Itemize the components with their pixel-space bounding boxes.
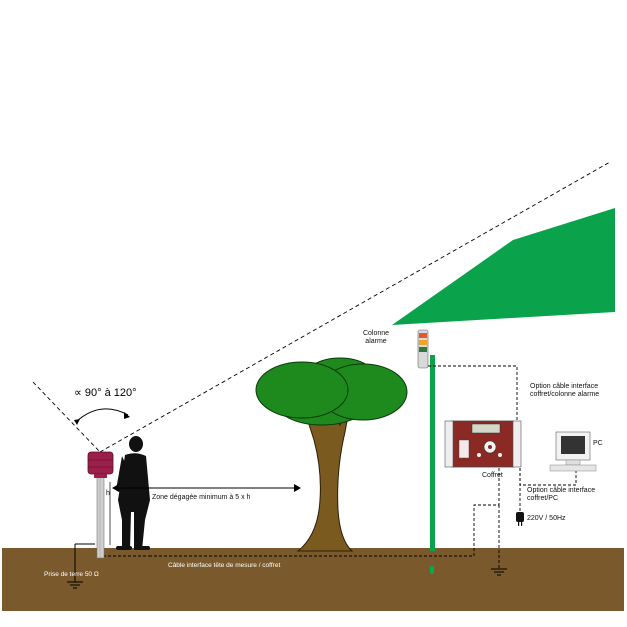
ground	[2, 548, 624, 611]
option-alarme-line2: coffret/colonne alarme	[530, 391, 600, 398]
cable-alarm	[428, 365, 518, 420]
colonne-label-line1: Colonne	[362, 330, 390, 337]
cable-interface-label: Câble interface tête de mesure / coffret	[168, 562, 281, 569]
option-alarme-line1: Option câble interface	[530, 383, 599, 390]
green-wall-base	[430, 566, 434, 574]
h-label: h	[106, 490, 110, 497]
prise-de-terre-label: Prise de terre 50 Ω	[44, 571, 99, 578]
option-pc-line1: Option câble interface	[527, 487, 596, 494]
power-label: 220V / 50Hz	[527, 515, 566, 522]
angle-arc	[75, 408, 129, 423]
cable-pc	[519, 468, 577, 486]
tree	[255, 357, 408, 552]
zone-arrow	[112, 484, 301, 492]
earth-symbol-left	[67, 543, 95, 589]
option-pc-line2: coffret/PC	[527, 495, 558, 502]
sensor-mast	[96, 475, 105, 559]
power-plug-icon	[516, 512, 524, 526]
coffret-label: Coffret	[482, 472, 503, 479]
green-roof	[392, 208, 615, 325]
coffret-box	[444, 420, 522, 468]
sensor-head	[87, 451, 114, 478]
angle-arc-arrow-right	[124, 412, 130, 419]
option-alarme-label: Option câble interface coffret/colonne a…	[530, 383, 599, 399]
person-silhouette	[116, 436, 150, 550]
green-wall	[430, 355, 435, 551]
colonne-label-line2: alarme	[365, 338, 387, 345]
option-pc-label: Option câble interface coffret/PC	[527, 487, 595, 503]
pc-label: PC	[593, 440, 603, 447]
angle-arc-arrow-left	[74, 419, 80, 425]
colonne-alarme-label: Colonne alarme	[355, 330, 397, 346]
alarm-column	[417, 329, 429, 369]
angle-label: ∝ 90° à 120°	[74, 387, 137, 399]
pc-icon	[549, 431, 597, 472]
cable-earth-coffret	[150, 468, 500, 557]
zone-label: Zone dégagée minimum à 5 x h	[152, 494, 251, 501]
cone-left-line	[32, 381, 101, 453]
earth-symbol-right	[491, 568, 507, 576]
